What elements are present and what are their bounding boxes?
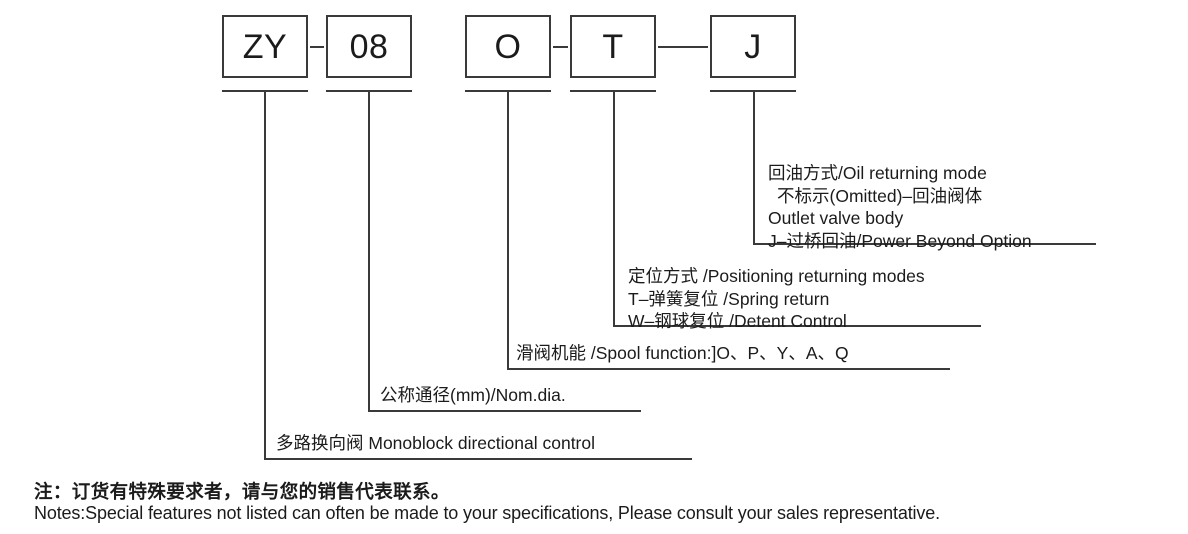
code-box-3: O [465,15,551,78]
code-box-4: T [570,15,656,78]
code-box-2: 08 [326,15,412,78]
leader-underline-nominal-diameter [368,410,641,412]
callout-line: 滑阀机能 /Spool function:]O、P、Y、A、Q [516,343,849,363]
callout-line: 定位方式 /Positioning returning modes [628,266,925,286]
leader-underline-spool-function [507,368,950,370]
leader-underline-monoblock-directional-control [264,458,692,460]
callout-line: J–过桥回油/Power Beyond Option [768,230,1032,251]
callout-monoblock-directional-control: 多路换向阀 Monoblock directional control [276,432,595,455]
callout-line: Outlet valve body [768,208,904,228]
callout-line: 不标示(Omitted)–回油阀体 [777,185,983,206]
callout-nominal-diameter: 公称通径(mm)/Nom.dia. [380,384,566,407]
callout-line: W–钢球复位 /Detent Control [628,311,847,331]
note-english: Notes:Special features not listed can of… [34,503,940,523]
leader-underline-positioning-returning-modes [613,325,981,327]
leader-vline-positioning-returning-modes [613,92,615,325]
stub-bar-3 [465,90,551,92]
connector-dash-1 [310,46,324,48]
leader-vline-spool-function [507,92,509,368]
leader-underline-oil-returning-mode [753,243,1096,245]
callout-line: 公称通径(mm)/Nom.dia. [380,385,566,405]
callout-line: 多路换向阀 Monoblock directional control [276,433,596,453]
connector-dash-2 [553,46,568,48]
note-chinese: 注：订货有特殊要求者，请与您的销售代表联系。 [34,481,450,502]
code-box-5: J [710,15,796,78]
leader-vline-monoblock-directional-control [264,92,266,458]
callout-line: 回油方式/Oil returning mode [768,163,987,183]
connector-dash-3 [658,46,708,48]
code-box-1: ZY [222,15,308,78]
stub-bar-4 [570,90,656,92]
callout-line: T–弹簧复位 /Spring return [628,288,830,309]
leader-vline-oil-returning-mode [753,92,755,243]
stub-bar-2 [326,90,412,92]
stub-bar-1 [222,90,308,92]
stub-bar-5 [710,90,796,92]
callout-spool-function: 滑阀机能 /Spool function:]O、P、Y、A、Q [516,342,849,365]
leader-vline-nominal-diameter [368,92,370,410]
